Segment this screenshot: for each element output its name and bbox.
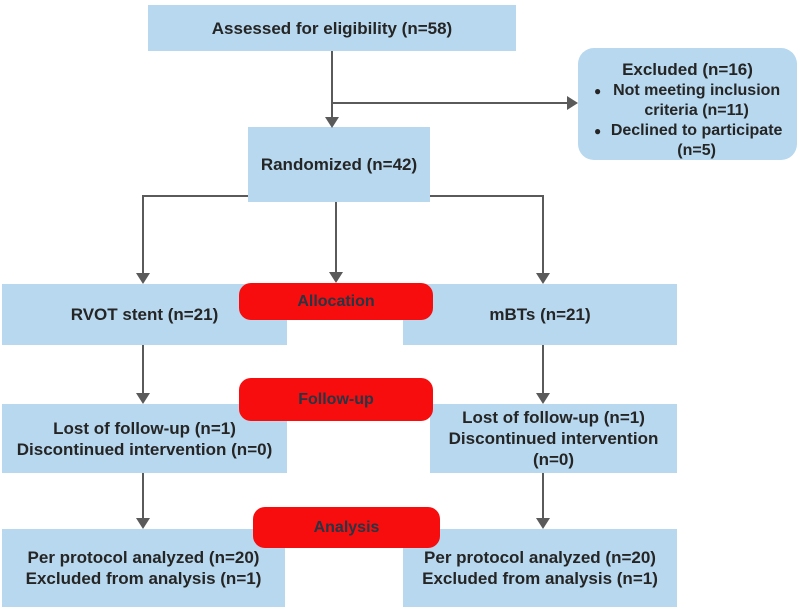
excluded-item: ● Declined to participate (n=5) [578, 121, 797, 161]
eligibility-box: Assessed for eligibility (n=58) [148, 5, 516, 51]
excluded-item-text: Not meeting inclusion criteria (n=11) [613, 82, 781, 119]
excluded-item-text: Declined to participate (n=5) [610, 122, 783, 159]
connector-followup-to-analysis-left [142, 473, 144, 518]
mbts-label: mBTs (n=21) [489, 305, 591, 324]
arrow-down-icon [325, 117, 339, 128]
connector-randomized-right-horizontal [430, 195, 543, 197]
excluded-item: ● Not meeting inclusion criteria (n=11) [578, 81, 797, 121]
bullet-icon: ● [594, 84, 602, 98]
randomized-box: Randomized (n=42) [248, 127, 430, 202]
arrow-right-icon [567, 96, 578, 110]
followup-right-line2: Discontinued intervention (n=0) [448, 429, 659, 469]
arrow-down-icon [136, 393, 150, 404]
arrow-down-icon [536, 393, 550, 404]
analysis-right-box: Per protocol analyzed (n=20) Excluded fr… [403, 529, 677, 607]
excluded-box: Excluded (n=16) ● Not meeting inclusion … [578, 48, 797, 160]
rvot-stent-label: RVOT stent (n=21) [70, 305, 219, 324]
followup-badge-label: Follow-up [298, 390, 374, 408]
connector-to-excluded [331, 102, 567, 104]
connector-randomized-left-horizontal [143, 195, 248, 197]
arrow-down-icon [136, 273, 150, 284]
bullet-icon: ● [594, 124, 602, 138]
followup-badge: Follow-up [239, 378, 433, 421]
followup-right-line1: Lost of follow-up (n=1) [462, 408, 645, 427]
eligibility-label: Assessed for eligibility (n=58) [211, 18, 453, 38]
connector-mbts-to-followup [542, 345, 544, 393]
analysis-left-box: Per protocol analyzed (n=20) Excluded fr… [2, 529, 285, 607]
randomized-label: Randomized (n=42) [260, 155, 418, 174]
mbts-box: mBTs (n=21) [403, 284, 677, 345]
analysis-badge-label: Analysis [313, 518, 380, 536]
analysis-badge: Analysis [253, 507, 440, 548]
connector-randomized-to-rvot [142, 195, 144, 273]
connector-randomized-to-allocation [335, 202, 337, 272]
connector-randomized-to-mbts [542, 195, 544, 273]
allocation-badge: Allocation [239, 283, 433, 320]
excluded-title: Excluded (n=16) [622, 60, 753, 79]
analysis-left-line1: Per protocol analyzed (n=20) [27, 548, 260, 567]
followup-right-box: Lost of follow-up (n=1) Discontinued int… [430, 404, 677, 473]
followup-left-line1: Lost of follow-up (n=1) [53, 418, 236, 438]
analysis-left-line2: Excluded from analysis (n=1) [25, 569, 262, 588]
followup-left-line2: Discontinued intervention (n=0) [16, 439, 273, 459]
connector-rvot-to-followup [142, 345, 144, 393]
arrow-down-icon [536, 273, 550, 284]
arrow-down-icon [536, 518, 550, 529]
arrow-down-icon [329, 272, 343, 283]
followup-left-box: Lost of follow-up (n=1) Discontinued int… [2, 404, 287, 473]
connector-followup-to-analysis-right [542, 473, 544, 518]
analysis-right-line2: Excluded from analysis (n=1) [422, 569, 658, 588]
connector-eligibility-to-randomized [331, 51, 333, 118]
allocation-badge-label: Allocation [297, 292, 375, 310]
analysis-right-line1: Per protocol analyzed (n=20) [424, 548, 656, 567]
arrow-down-icon [136, 518, 150, 529]
